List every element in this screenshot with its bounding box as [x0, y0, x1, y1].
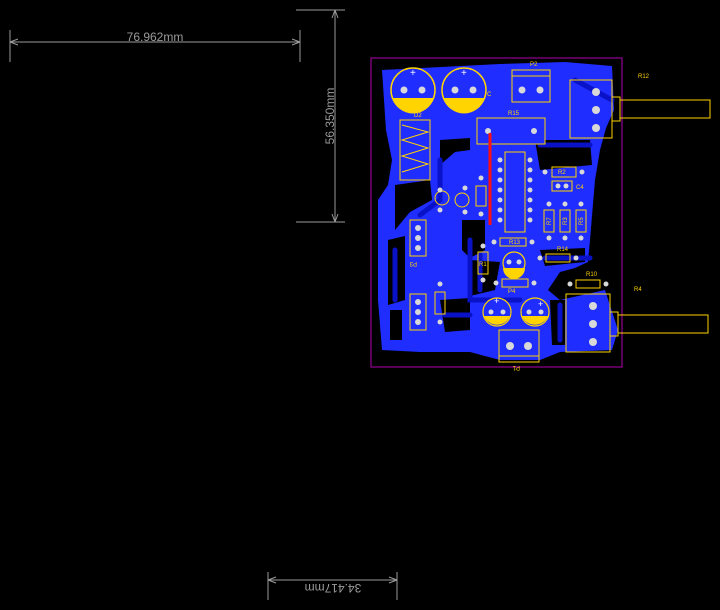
board-outline — [370, 57, 623, 368]
inductor-d2 — [399, 119, 431, 181]
r12-label: R12 — [638, 74, 650, 80]
r13-label: R13 — [509, 240, 521, 246]
r15-label: R15 — [508, 111, 520, 117]
resistor-r7 — [543, 201, 555, 241]
resistor-p4 — [493, 278, 537, 288]
resistor-r5 — [575, 201, 587, 241]
connector-p3 — [409, 219, 427, 257]
p4-label: P4 — [508, 289, 516, 295]
connector-p1 — [498, 329, 540, 363]
connector-p2 — [511, 69, 551, 103]
capacitor-c4 — [551, 180, 573, 192]
potentiometer-r12 — [569, 79, 711, 139]
dimension-bottom-label: 34.417mm — [305, 581, 362, 595]
connector-lower-left — [409, 293, 427, 331]
r14-label: R14 — [557, 247, 569, 253]
r5-label: R5 — [579, 217, 585, 225]
c-label: C — [487, 92, 492, 98]
c1-plus-label: + — [410, 68, 416, 79]
capacitor-c2 — [520, 297, 550, 327]
traces — [392, 77, 615, 343]
r4-label: R4 — [634, 287, 642, 293]
dimension-width-label: 76.962mm — [127, 30, 184, 44]
resistor-r1 — [477, 243, 489, 283]
resistor-lower-left — [434, 281, 446, 325]
r1-label: R1 — [479, 262, 487, 268]
transistor-q2 — [454, 185, 470, 215]
d2-label: D2 — [414, 113, 422, 119]
r7-label: R7 — [547, 217, 553, 225]
r2-label: R2 — [558, 170, 566, 176]
resistor-r15 — [476, 117, 546, 145]
resistor-small-center — [475, 175, 487, 217]
dimension-height-label: 56.350mm — [323, 88, 337, 145]
resistor-r2 — [542, 166, 585, 178]
resistor-r10 — [567, 279, 609, 289]
capacitor-c1 — [390, 67, 436, 114]
dimension-bottom — [267, 572, 398, 600]
p3-label: P3 — [409, 260, 417, 266]
c4-label: C4 — [576, 185, 584, 191]
p1-label: P1 — [512, 364, 520, 370]
resistor-r13 — [491, 237, 535, 247]
dimension-height — [296, 9, 345, 223]
c-plus-label: + — [461, 68, 467, 79]
transistor-q1 — [434, 187, 450, 213]
ic-main — [497, 151, 533, 233]
c2-plus-label: + — [538, 299, 543, 309]
capacitor-c5 — [482, 297, 512, 327]
r3-label: R3 — [563, 217, 569, 225]
capacitor-c — [441, 67, 487, 114]
r10-label: R10 — [586, 272, 598, 278]
resistor-r14 — [537, 253, 579, 263]
c5-plus-label: + — [494, 296, 499, 306]
potentiometer-r4 — [565, 293, 709, 353]
dimension-width — [9, 30, 301, 62]
resistor-r3 — [559, 201, 571, 241]
capacitor-center — [502, 251, 526, 279]
p2-label: P2 — [530, 62, 538, 68]
